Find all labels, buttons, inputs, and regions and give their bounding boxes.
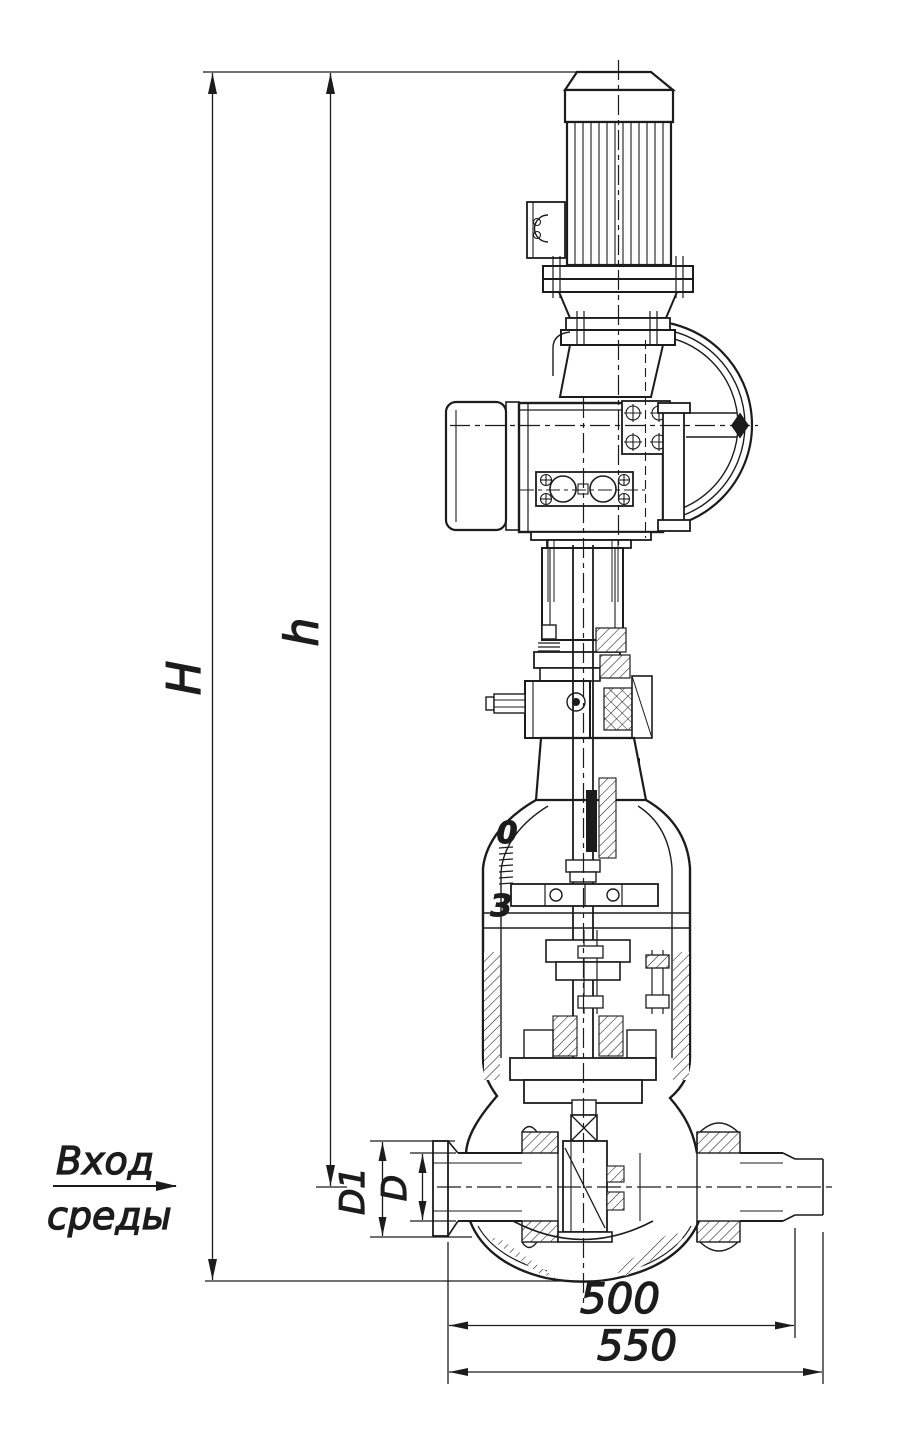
dimension-550: 550	[449, 1232, 824, 1384]
indicator-scale-ticks	[498, 846, 514, 885]
stuffing-box	[485, 624, 653, 766]
gland-bolt	[541, 624, 557, 640]
inlet-annotation: Вход среды	[46, 1138, 177, 1239]
dimension-h-label: h	[275, 617, 329, 646]
handwheel-bracket	[662, 411, 685, 522]
centerlines	[437, 60, 833, 1308]
actuator-terminal-enclosure	[444, 400, 508, 532]
dimension-500: 500	[447, 1228, 796, 1384]
body-wall-section	[484, 952, 500, 1080]
dimension-D1-label: D1	[333, 1167, 373, 1215]
motor-adapter	[552, 291, 679, 398]
packing-section	[603, 687, 633, 731]
yoke-studs	[547, 540, 619, 602]
indicator-open-mark: 0	[497, 816, 518, 851]
sight-plate-bolts	[539, 473, 631, 506]
electric-motor	[526, 70, 694, 298]
seat-ring	[606, 1165, 625, 1183]
axis-diamond-marker	[731, 412, 749, 439]
dimension-D: D	[374, 1152, 456, 1222]
electric-actuator	[444, 400, 691, 549]
dimension-D1: D1	[332, 1140, 472, 1238]
indicator-marks: 0 З	[489, 816, 518, 925]
gate-assembly	[557, 1099, 641, 1243]
position-indicator	[498, 846, 659, 907]
inlet-weld-end	[432, 1140, 449, 1237]
motor-fins	[574, 122, 664, 265]
dimension-500-label: 500	[580, 1274, 660, 1323]
dimension-H: H	[156, 73, 217, 1280]
grease-fitting	[566, 692, 586, 712]
inlet-pipe	[432, 1140, 522, 1237]
dimension-H-label: H	[157, 661, 211, 696]
packing-left	[552, 1015, 578, 1057]
inlet-word-2: среды	[47, 1194, 172, 1238]
outlet-pipe	[740, 1152, 824, 1222]
valve-body	[464, 798, 699, 1154]
side-bolt	[493, 693, 526, 714]
dimensions: H h D1 D	[46, 71, 824, 1384]
inlet-word-1: Вход	[56, 1139, 154, 1183]
dimension-D-label: D	[375, 1175, 415, 1201]
flow-direction-arrow	[156, 1181, 177, 1191]
dimension-550-label: 550	[597, 1321, 677, 1370]
bonnet-stud-nut	[645, 954, 670, 969]
packing-right	[598, 1015, 624, 1057]
dimension-h: h	[274, 73, 347, 1188]
indicator-closed-mark: З	[489, 889, 511, 924]
